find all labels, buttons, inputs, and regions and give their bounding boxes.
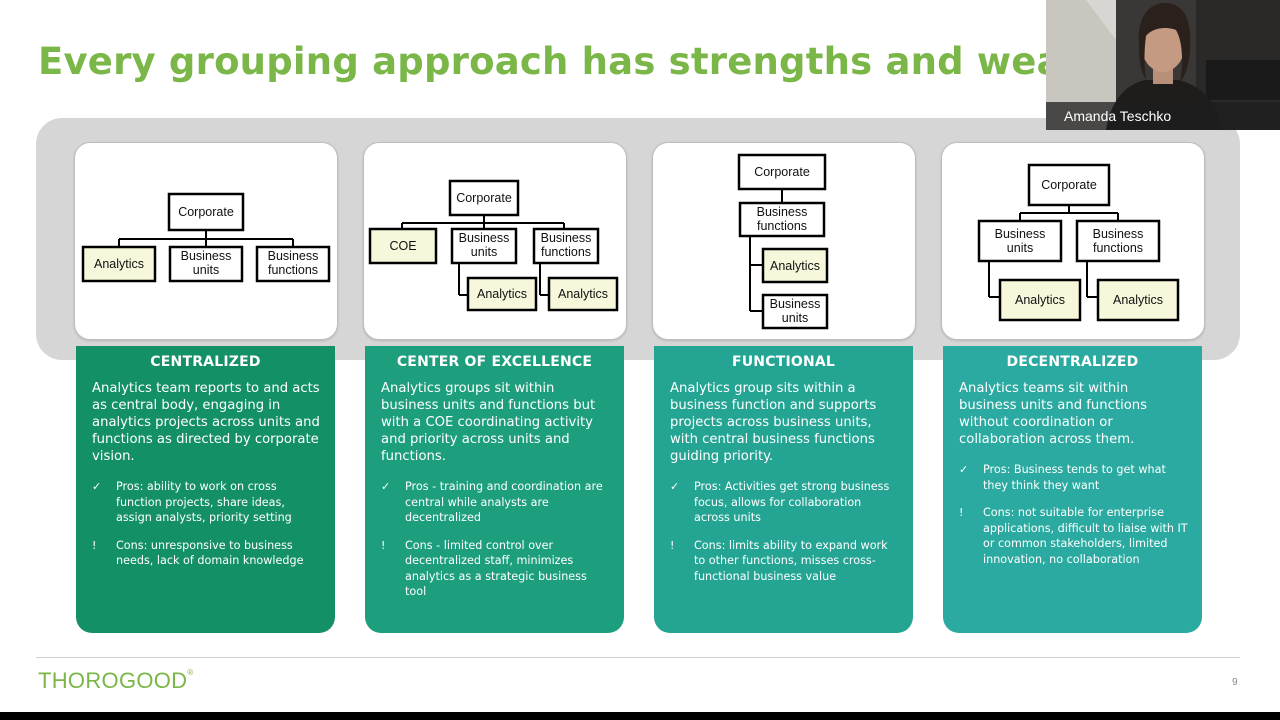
pros-item: ✓ Pros: Business tends to get what they … <box>959 462 1188 493</box>
corporate-box <box>167 192 245 232</box>
business-functions-box <box>738 201 826 238</box>
pros-item: ✓ Pros: Activities get strong business f… <box>670 479 899 526</box>
business-functions-label-2: functions <box>1093 241 1143 255</box>
analytics-box-1 <box>466 276 538 312</box>
pros-text: Pros: Activities get strong business foc… <box>694 480 890 524</box>
analytics-box-1 <box>998 278 1082 322</box>
business-units-box <box>761 293 829 330</box>
org-chart-centralized: Corporate Analytics Business units Busin… <box>74 142 338 340</box>
checkmark-icon: ✓ <box>959 463 969 476</box>
card-decentralized: DECENTRALIZED Analytics teams sit within… <box>943 346 1202 633</box>
business-units-label-2: units <box>782 311 808 325</box>
analytics-box-2 <box>547 276 619 312</box>
business-units-label-2: units <box>471 245 497 259</box>
business-units-label-2: units <box>1007 241 1033 255</box>
analytics-label-2: Analytics <box>1113 293 1163 307</box>
business-functions-label-2: functions <box>757 219 807 233</box>
card-centralized: CENTRALIZED Analytics team reports to an… <box>76 346 335 633</box>
analytics-label-2: Analytics <box>558 287 608 301</box>
cons-text: Cons - limited control over decentralize… <box>405 538 587 599</box>
cons-item: ! Cons: limits ability to expand work to… <box>670 538 899 585</box>
checkmark-icon: ✓ <box>670 480 680 493</box>
analytics-label: Analytics <box>94 257 144 271</box>
business-functions-label-1: Business <box>757 205 808 219</box>
analytics-box <box>761 247 829 284</box>
cons-item: ! Cons - limited control over decentrali… <box>381 538 610 600</box>
business-functions-box <box>255 245 331 283</box>
business-units-box <box>977 219 1063 263</box>
corporate-box <box>1027 163 1111 207</box>
company-logo: THOROGOOD® <box>38 668 194 694</box>
exclamation-icon: ! <box>92 538 97 552</box>
checkmark-icon: ✓ <box>381 480 391 493</box>
exclamation-icon: ! <box>959 506 964 519</box>
corporate-box <box>448 179 520 217</box>
analytics-label-1: Analytics <box>477 287 527 301</box>
business-units-label-1: Business <box>770 297 821 311</box>
business-functions-label-2: functions <box>541 245 591 259</box>
pros-text: Pros: Business tends to get what they th… <box>983 463 1166 492</box>
cons-text: Cons: limits ability to expand work to o… <box>694 538 888 583</box>
card-functional: FUNCTIONAL Analytics group sits within a… <box>654 346 913 633</box>
business-units-label-1: Business <box>181 249 232 263</box>
card-description: Analytics teams sit within business unit… <box>959 381 1148 447</box>
business-units-box <box>450 227 518 265</box>
card-center-of-excellence: CENTER OF EXCELLENCE Analytics groups si… <box>365 346 624 633</box>
analytics-label-1: Analytics <box>1015 293 1065 307</box>
org-chart-decentralized: Corporate Business units Business functi… <box>941 142 1205 340</box>
org-chart-coe: Corporate COE Business units Business fu… <box>363 142 627 340</box>
corporate-label: Corporate <box>456 191 512 205</box>
card-title: CENTER OF EXCELLENCE <box>396 354 593 370</box>
business-functions-label-2: functions <box>268 263 318 277</box>
pros-text: Pros - training and coordination are cen… <box>405 480 603 524</box>
participant-video-tile[interactable]: Amanda Teschko <box>1046 0 1280 130</box>
corporate-label: Corporate <box>754 165 810 179</box>
business-units-label-1: Business <box>995 227 1046 241</box>
logo-text: THOROGOOD <box>38 668 188 693</box>
card-title: DECENTRALIZED <box>1006 354 1139 370</box>
business-units-label-1: Business <box>459 231 510 245</box>
exclamation-icon: ! <box>670 538 675 552</box>
corporate-label: Corporate <box>1041 178 1097 192</box>
corporate-label: Corporate <box>178 205 234 219</box>
exclamation-icon: ! <box>381 538 386 552</box>
card-description: Analytics group sits within a business f… <box>670 381 877 464</box>
analytics-label: Analytics <box>770 259 820 273</box>
business-units-label-2: units <box>193 263 219 277</box>
card-description: Analytics groups sit within business uni… <box>381 381 596 464</box>
footer-divider <box>36 657 1240 658</box>
business-functions-box <box>1075 219 1161 263</box>
corporate-box <box>737 153 827 191</box>
page-number: 9 <box>1232 677 1238 688</box>
cons-text: Cons: not suitable for enterprise applic… <box>983 506 1188 566</box>
card-title: CENTRALIZED <box>150 354 261 370</box>
business-functions-label-1: Business <box>541 231 592 245</box>
coe-label: COE <box>389 239 416 253</box>
slide-title: Every grouping approach has strengths an… <box>38 40 1231 83</box>
analytics-box <box>81 245 157 283</box>
registered-mark: ® <box>187 668 194 677</box>
org-chart-functional: Corporate Business functions Analytics B… <box>652 142 916 340</box>
card-title: FUNCTIONAL <box>731 354 836 370</box>
analytics-box-2 <box>1096 278 1180 322</box>
card-description: Analytics team reports to and acts as ce… <box>92 381 320 464</box>
checkmark-icon: ✓ <box>92 480 102 493</box>
cons-item: ! Cons: unresponsive to business needs, … <box>92 538 321 569</box>
cons-text: Cons: unresponsive to business needs, la… <box>116 538 304 568</box>
pros-item: ✓ Pros - training and coordination are c… <box>381 479 610 526</box>
coe-box <box>368 227 438 265</box>
business-functions-label-1: Business <box>1093 227 1144 241</box>
cons-item: ! Cons: not suitable for enterprise appl… <box>959 505 1188 567</box>
business-functions-box <box>532 227 600 265</box>
business-functions-label-1: Business <box>268 249 319 263</box>
pros-text: Pros: ability to work on cross function … <box>116 480 292 524</box>
business-units-box <box>168 245 244 283</box>
pros-item: ✓ Pros: ability to work on cross functio… <box>92 479 321 526</box>
participant-name: Amanda Teschko <box>1046 102 1280 130</box>
